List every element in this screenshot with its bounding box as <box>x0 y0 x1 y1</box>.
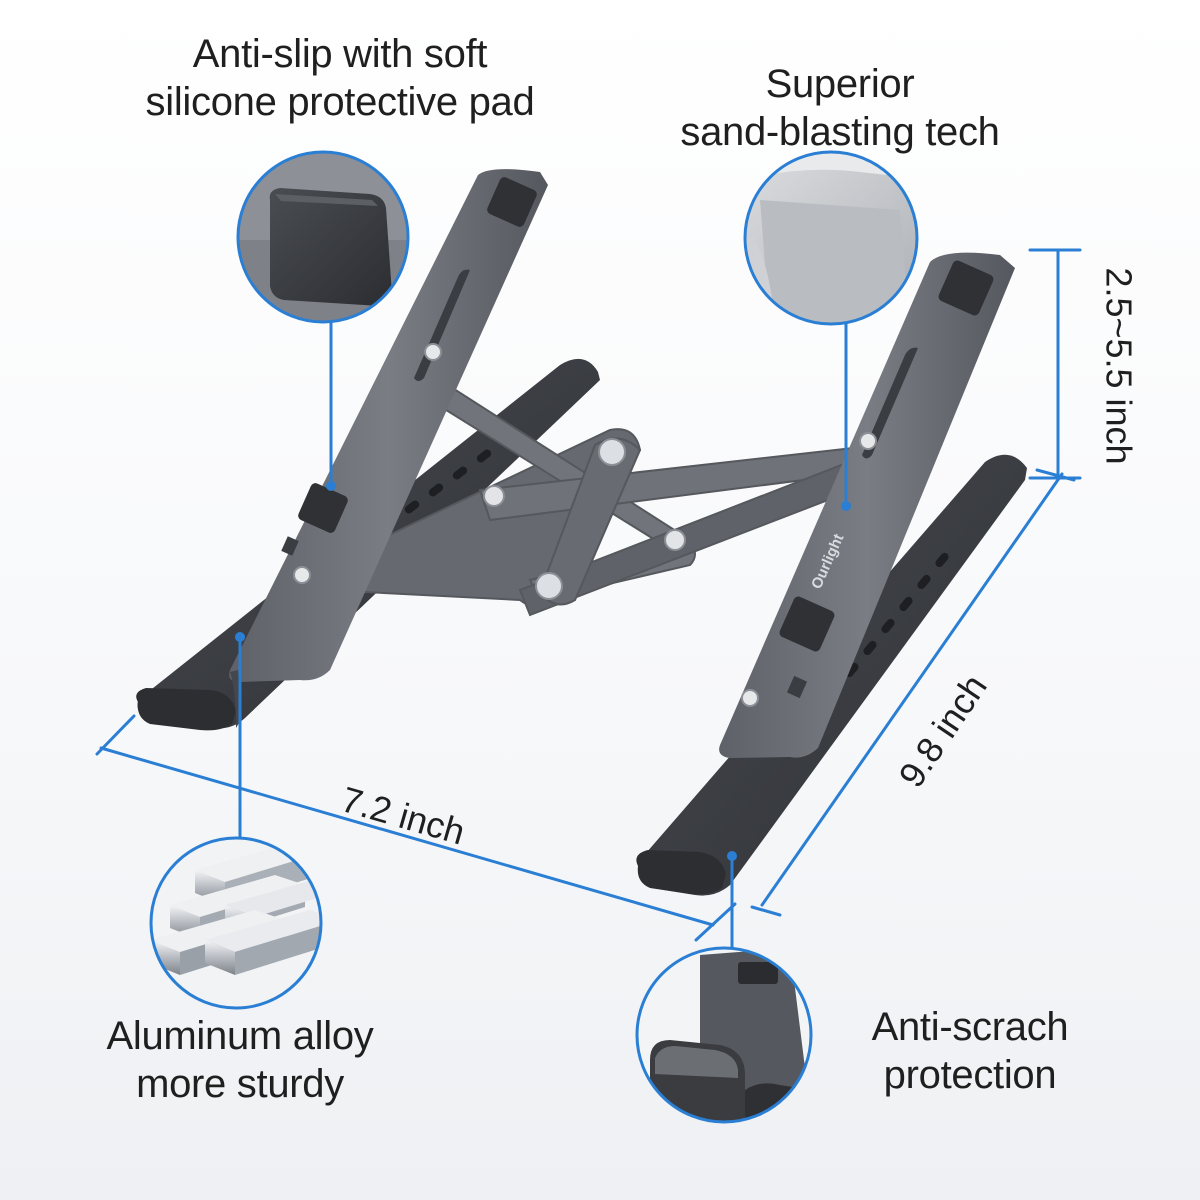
callout-anti-scratch-line1: Anti-scrach <box>871 1005 1069 1049</box>
height-dimension-label: 2.5~5.5 inch <box>1098 267 1140 465</box>
depth-dimension-line <box>760 472 1064 907</box>
scissor-linkage <box>303 378 887 617</box>
linkage-rivets <box>483 438 686 600</box>
right-support-arm: Ourlight <box>719 252 1015 758</box>
callout-silicone-pad-line2: silicone protective pad <box>145 80 535 124</box>
callout-aluminum-line2: more sturdy <box>136 1062 344 1106</box>
callout-sandblasting-line2: sand-blasting tech <box>680 110 1000 154</box>
silicone-pad-zoom-icon <box>236 150 410 324</box>
callout-silicone-pad: Anti-slip with soft silicone protective … <box>120 30 560 126</box>
left-support-arm <box>229 169 548 728</box>
callout-aluminum: Aluminum alloy more sturdy <box>60 1012 420 1108</box>
callout-sandblasting: Superior sand-blasting tech <box>660 60 1020 156</box>
sandblast-surface-zoom-icon <box>743 150 919 326</box>
leader-dots <box>235 481 851 861</box>
callout-anti-scratch-line2: protection <box>883 1053 1057 1097</box>
dimension-lines <box>95 248 1082 952</box>
callout-anti-scratch: Anti-scrach protection <box>850 1003 1090 1099</box>
width-dimension-line <box>99 746 715 927</box>
anti-scratch-foot-zoom-icon <box>635 946 813 1124</box>
callout-silicone-pad-line1: Anti-slip with soft <box>192 32 488 76</box>
aluminum-bars-zoom-icon <box>149 836 323 1010</box>
callout-sandblasting-line1: Superior <box>765 62 915 106</box>
callout-aluminum-line1: Aluminum alloy <box>106 1014 374 1058</box>
